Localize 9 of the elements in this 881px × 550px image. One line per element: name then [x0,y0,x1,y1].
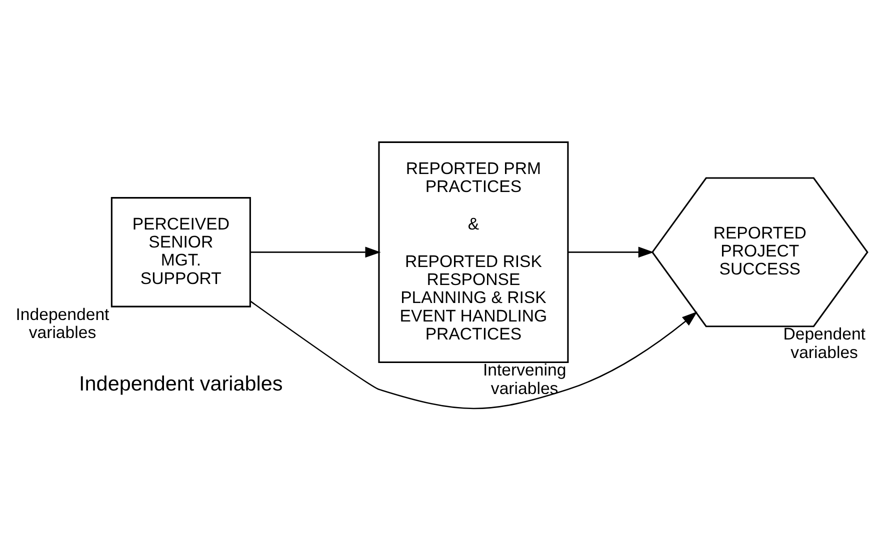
node-label: Independent variables [16,304,110,342]
node-label: Dependent variables [783,324,866,362]
arrow [250,300,698,409]
arrow [250,246,381,258]
arrow [568,246,654,258]
node-box: REPORTED PRM PRACTICES & REPORTED RISK RESPONSE PLANNING & RISK EVENT HANDLING PRACTICES [378,140,569,362]
node-label: Intervening variables [482,360,566,398]
node-box: PERCEIVED SENIOR MGT. SUPPORT [110,196,251,307]
label: Independent variables [79,372,283,395]
